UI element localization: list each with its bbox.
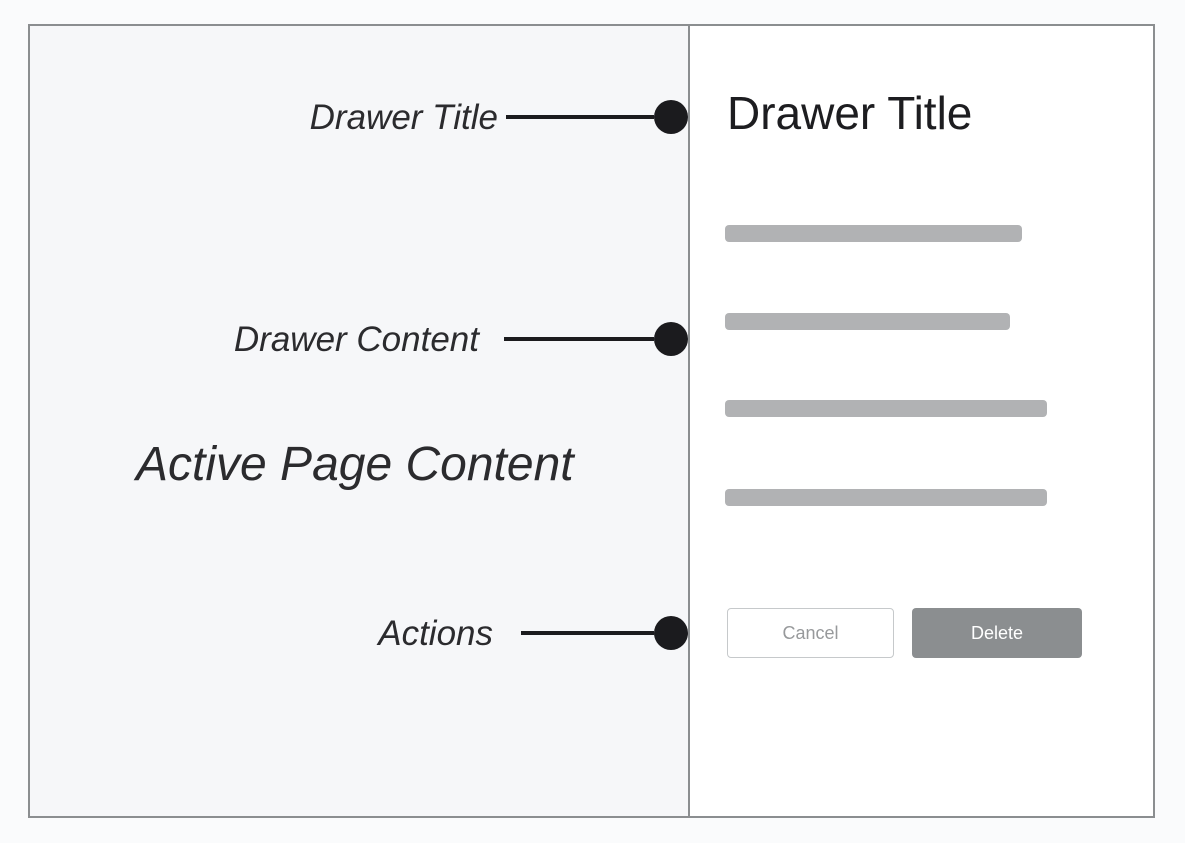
callout-dot	[654, 616, 688, 650]
callout-dot	[654, 100, 688, 134]
delete-button[interactable]: Delete	[912, 608, 1082, 658]
callout-label: Drawer Title	[309, 97, 498, 137]
callout-actions: Actions	[378, 613, 688, 653]
content-placeholder-bar	[725, 489, 1047, 506]
callout-label: Actions	[378, 613, 493, 653]
drawer-panel: Drawer Title Cancel Delete	[690, 26, 1153, 816]
drawer-actions: Cancel Delete	[727, 608, 1082, 658]
callout-drawer-content: Drawer Content	[233, 319, 688, 359]
cancel-button[interactable]: Cancel	[727, 608, 894, 658]
content-placeholder-bar	[725, 400, 1047, 417]
callout-line	[504, 337, 654, 341]
drawer-title: Drawer Title	[727, 87, 973, 139]
active-page-content-label: Active Page Content	[136, 438, 574, 491]
app-window: Drawer Title Drawer Content Actions Acti…	[28, 24, 1155, 818]
callout-drawer-title: Drawer Title	[309, 97, 688, 137]
callout-line	[506, 115, 654, 119]
callout-dot	[654, 322, 688, 356]
active-page-panel: Drawer Title Drawer Content Actions Acti…	[30, 26, 690, 816]
content-placeholder-bar	[725, 313, 1010, 330]
callout-label: Drawer Content	[233, 319, 479, 359]
content-placeholder-bar	[725, 225, 1022, 242]
callout-line	[521, 631, 654, 635]
